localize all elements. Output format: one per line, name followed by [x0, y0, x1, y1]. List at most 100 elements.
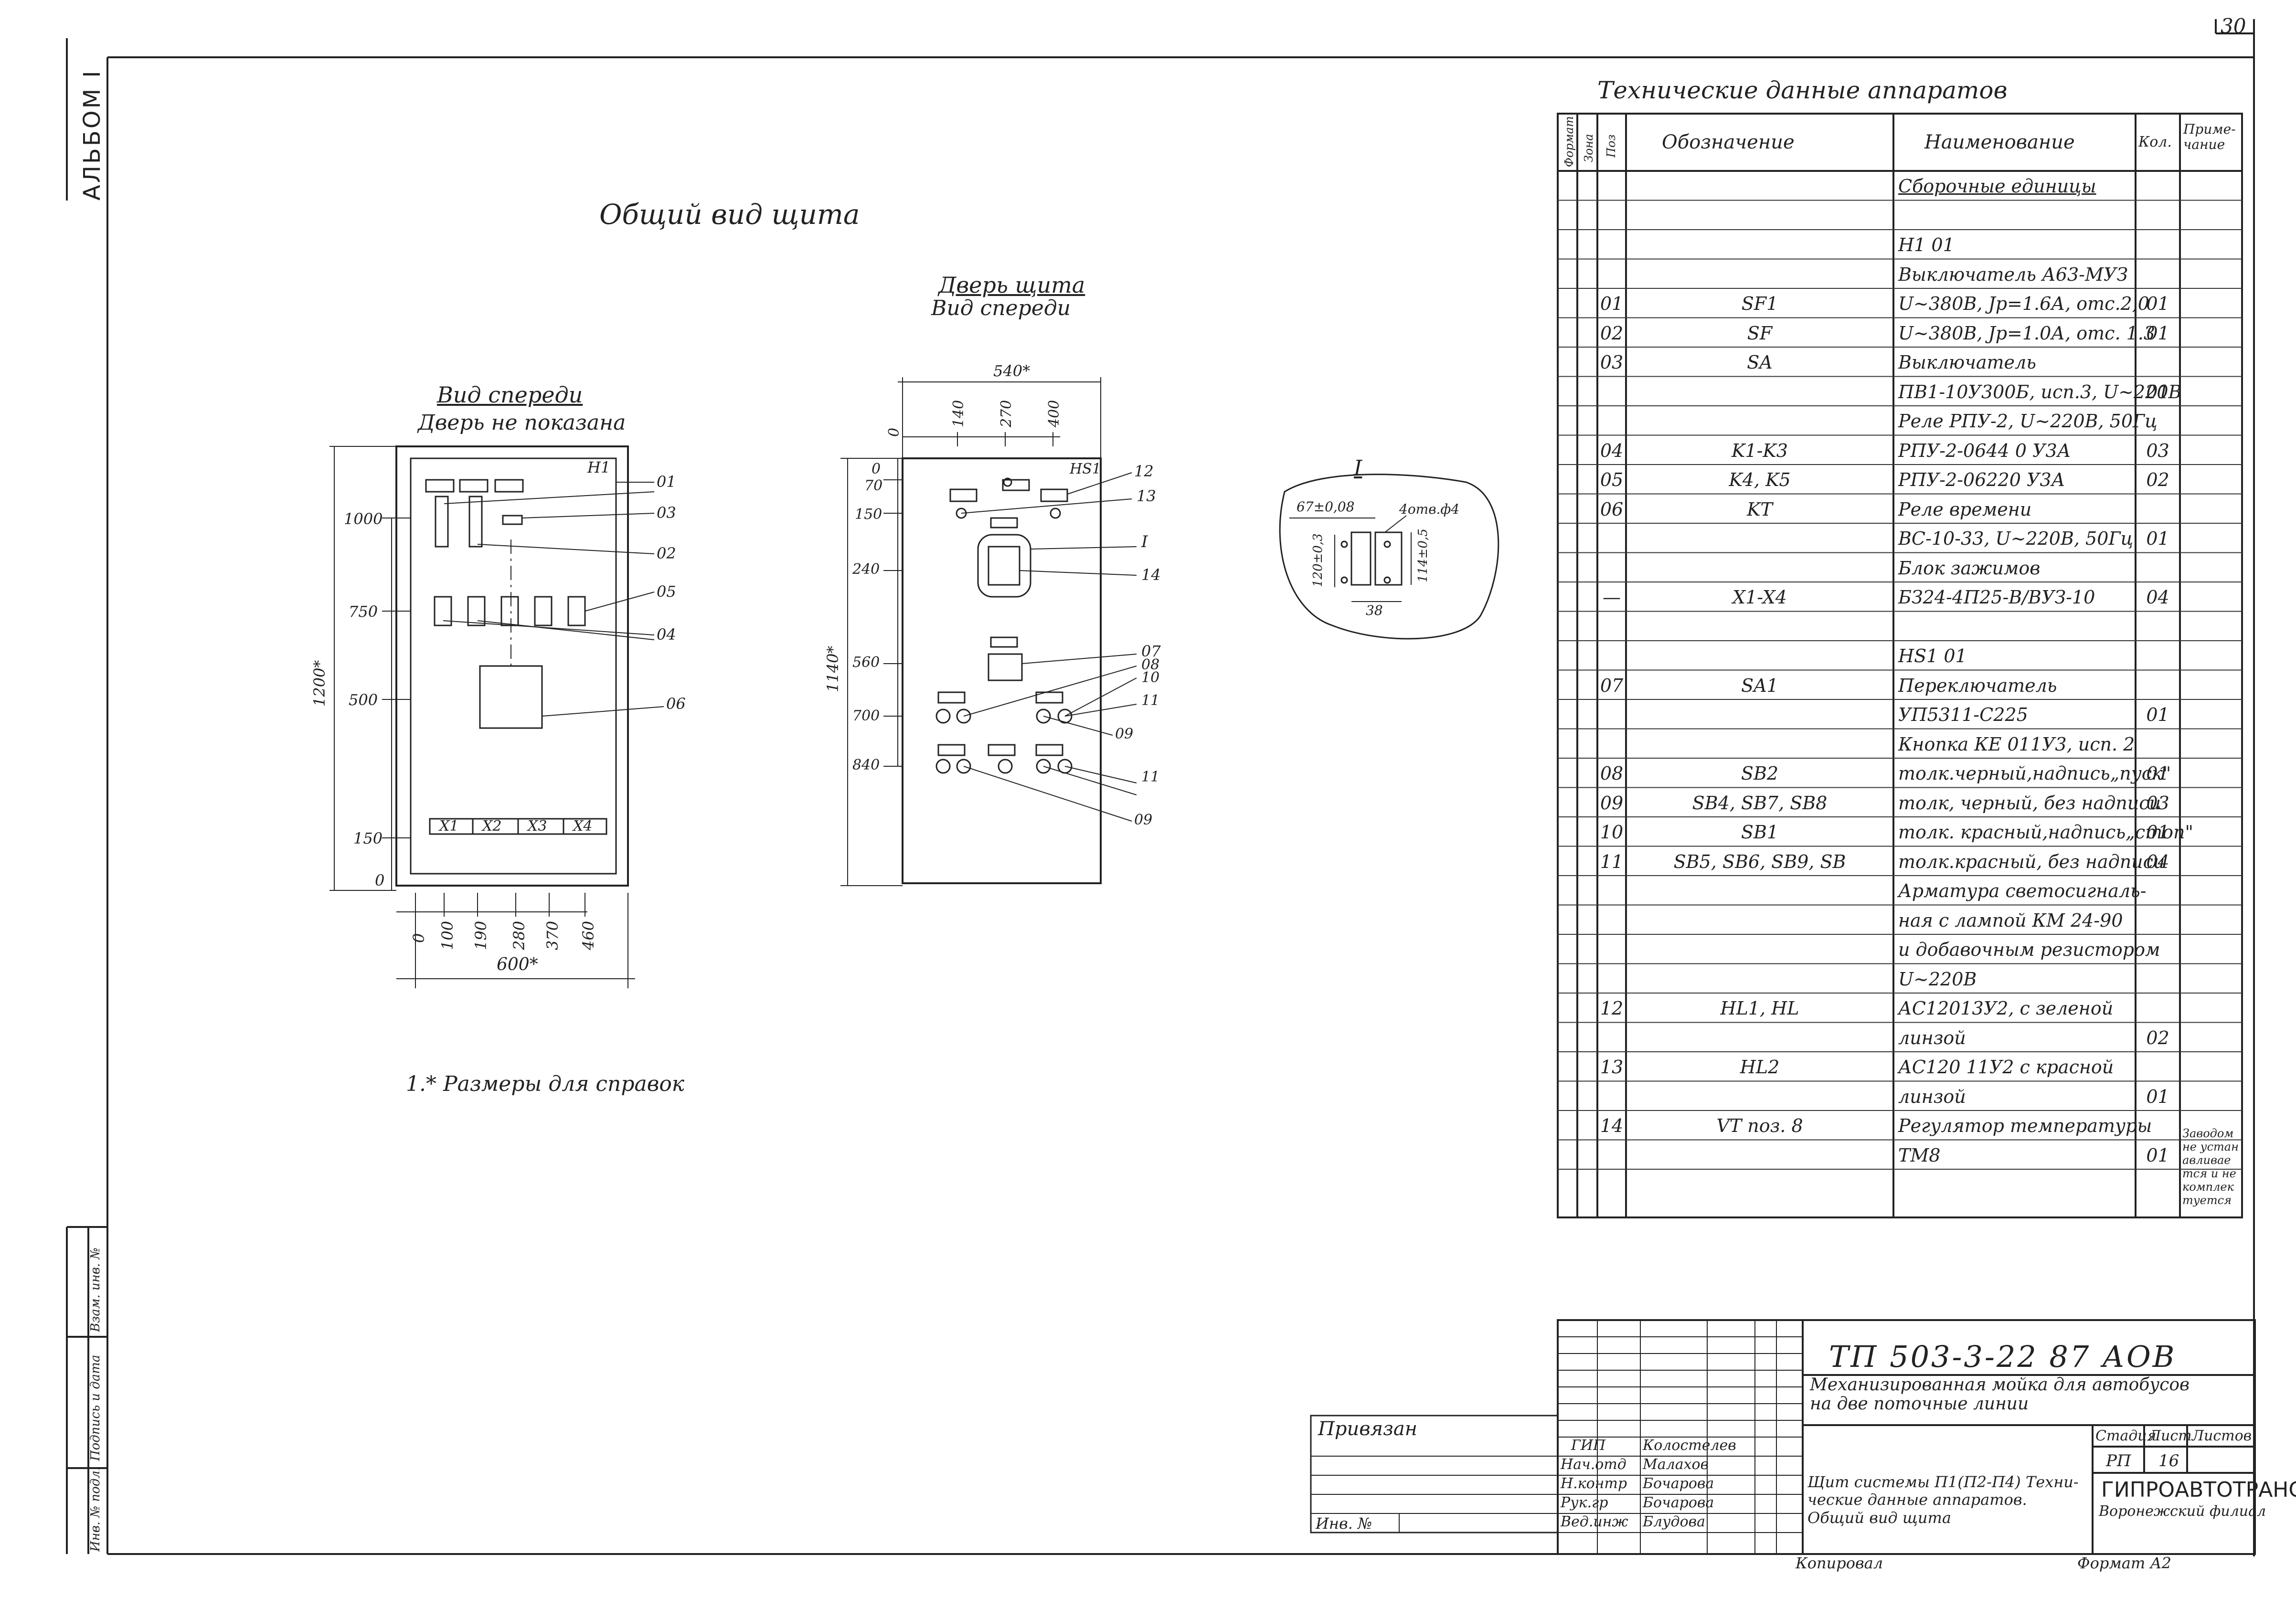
spec-name: АС120 11У2 с красной: [1898, 1057, 2114, 1078]
front-view-title: Вид спереди: [437, 382, 583, 408]
front-dim-h-100: 100: [438, 920, 457, 950]
stamp-inv-podl: Инв. № подл.: [88, 1466, 103, 1552]
spec-qty: 01: [2146, 528, 2169, 549]
spec-pos: 13: [1600, 1057, 1624, 1078]
door-dim-v-150: 150: [855, 506, 882, 523]
spec-name: и добавочным резистором: [1898, 939, 2160, 960]
spec-name: Выключатель А63-МУЗ: [1898, 264, 2128, 285]
spec-note-last: Заводом не устанавливается и не комплект…: [2182, 1127, 2239, 1207]
door-dim-h-0: 0: [886, 427, 903, 437]
org-name: ГИПРОАВТОТРАНС: [2101, 1478, 2296, 1502]
spec-pos: 02: [1600, 322, 1624, 344]
spec-pos: 04: [1600, 440, 1624, 461]
spec-pos: 07: [1600, 675, 1624, 696]
door-view-subtitle: Вид спереди: [931, 296, 1071, 320]
door-dim-v-240: 240: [852, 561, 880, 578]
spec-pos: 05: [1600, 469, 1624, 490]
spec-qty: 02: [2146, 469, 2169, 490]
terminal-x3: X3: [528, 818, 547, 835]
spec-qty: 03: [2146, 792, 2169, 814]
detail-dim-d: 114±0,5: [1416, 529, 1430, 582]
front-dim-h-280: 280: [510, 920, 528, 950]
front-dim-v-0: 0: [375, 871, 385, 889]
spec-qty: 04: [2146, 851, 2169, 872]
front-dim-h-190: 190: [472, 920, 490, 950]
spec-pos: 09: [1600, 792, 1624, 814]
spec-qty: 01: [2146, 704, 2169, 725]
spec-name: U~220В: [1898, 968, 1977, 990]
spec-qty: 01: [2146, 1086, 2169, 1107]
spec-qty: 01: [2146, 293, 2169, 314]
door-dim-h-400: 400: [1046, 400, 1063, 427]
door-dim-v-0: 0: [872, 461, 881, 477]
spec-name: HS1 01: [1898, 645, 1967, 666]
spec-name: ная с лампой КМ 24-90: [1898, 909, 2123, 931]
spec-pos: 03: [1600, 352, 1624, 373]
detail-label: I: [1354, 456, 1362, 480]
spec-designation: KT: [1747, 498, 1773, 520]
stage-label: Стадия: [2095, 1428, 2157, 1444]
spec-name: линзой: [1898, 1027, 1966, 1048]
spec-pos: 12: [1600, 998, 1624, 1019]
front-dim-total-h: 1200*: [310, 660, 329, 707]
door-dim-h-140: 140: [950, 400, 967, 427]
spec-name: Переключатель: [1898, 675, 2057, 696]
name-2: Бочарова: [1643, 1475, 1714, 1492]
door-dim-v-700: 700: [852, 708, 880, 724]
spec-name: толк.красный, без надписи: [1898, 851, 2165, 872]
spec-qty: 01: [2146, 381, 2169, 402]
door-callout-14: 14: [1141, 566, 1161, 584]
stamp-podpis-data: Подпись и дата: [88, 1354, 103, 1461]
front-callout-05: 05: [657, 582, 676, 601]
terminal-x2: X2: [482, 818, 502, 835]
doc-code: ТП 503-3-22 87 АОВ: [1829, 1339, 2177, 1374]
sheets-label: Листов: [2192, 1428, 2252, 1444]
door-label-hs1: HS1: [1070, 461, 1101, 477]
door-dim-h-270: 270: [998, 400, 1015, 427]
spec-designation: HL1, HL: [1720, 998, 1799, 1019]
role-rukgr: Рук.гр: [1561, 1494, 1608, 1511]
spec-name: РПУ-2-0644 0 У3А: [1898, 440, 2071, 461]
door-callout-12: 12: [1134, 462, 1154, 480]
main-title: Общий вид щита: [599, 198, 860, 231]
name-4: Блудова: [1643, 1513, 1705, 1530]
spec-name: ВС-10-33, U~220В, 50Гц: [1898, 528, 2134, 549]
front-label-h1: H1: [587, 458, 611, 476]
spec-name: Сборочные единицы: [1898, 176, 2096, 197]
spec-name: УП5311-С225: [1898, 704, 2028, 725]
front-callout-03: 03: [657, 504, 676, 522]
spec-designation: SA: [1747, 352, 1773, 373]
spec-name: Арматура светосигналь-: [1898, 880, 2147, 901]
org-branch: Воронежский филиал: [2099, 1503, 2266, 1520]
copied-label: Копировал: [1796, 1554, 1883, 1572]
sheet-number: 30: [2221, 14, 2246, 38]
front-dim-total-w: 600*: [497, 955, 538, 974]
spec-qty: 01: [2146, 822, 2169, 843]
door-callout-07: 07: [1141, 642, 1161, 660]
spec-name: Реле РПУ-2, U~220В, 50Гц: [1898, 411, 2158, 432]
role-gip: ГИП: [1571, 1437, 1606, 1454]
front-callout-06: 06: [666, 695, 686, 713]
door-callout-08: 08: [1141, 656, 1160, 673]
door-callout-10: 10: [1141, 669, 1160, 686]
door-dim-v-840: 840: [852, 757, 880, 773]
spec-name: ПВ1-10У300Б, исп.3, U~220В: [1898, 381, 2182, 402]
door-callout-13: 13: [1137, 487, 1156, 505]
spec-header-name: Наименование: [1924, 131, 2075, 153]
spec-pos: 08: [1600, 763, 1624, 784]
terminal-x1: X1: [439, 818, 459, 835]
terminal-x4: X4: [573, 818, 593, 835]
sheet-title-3: Общий вид щита: [1807, 1509, 1951, 1527]
name-3: Бочарова: [1643, 1494, 1714, 1511]
detail-dim-e: 38: [1366, 603, 1383, 618]
spec-qty: 04: [2146, 587, 2169, 608]
spec-pos: 06: [1600, 498, 1624, 520]
spec-qty: 01: [2146, 322, 2169, 344]
sheet-title-2: ческие данные аппаратов.: [1807, 1491, 2027, 1509]
stamp-vzam-inv: Взам. инв. №: [88, 1247, 103, 1332]
name-0: Колостелев: [1643, 1437, 1736, 1454]
inv-no: Инв. №: [1316, 1514, 1372, 1533]
door-callout-11a: 11: [1141, 692, 1160, 709]
stage-value: РП: [2106, 1451, 2131, 1470]
spec-designation: VT поз. 8: [1716, 1115, 1803, 1136]
